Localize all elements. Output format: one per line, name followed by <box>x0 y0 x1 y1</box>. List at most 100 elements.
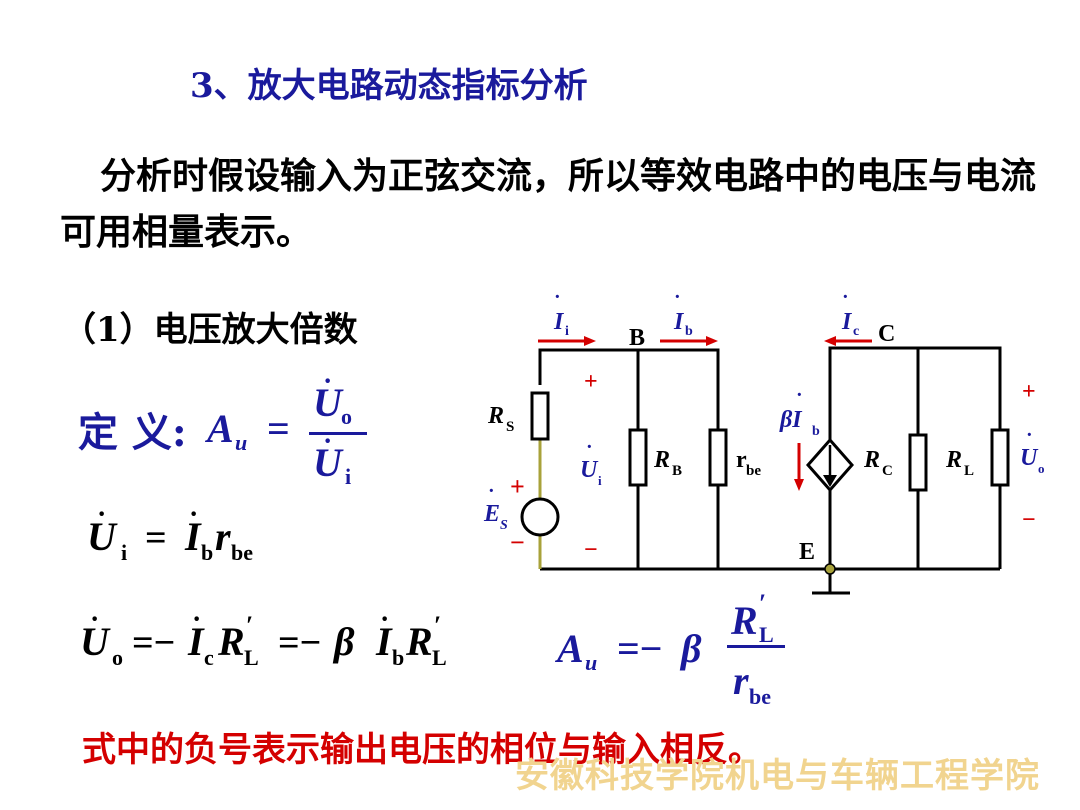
svg-text:A: A <box>205 406 234 451</box>
svg-text:·: · <box>586 436 593 458</box>
svg-text:L: L <box>244 645 259 670</box>
svg-text:·: · <box>674 286 681 308</box>
input-voltage-formula: U · i = I · b r be <box>87 505 253 565</box>
section-heading: （1）电压放大倍数 <box>62 310 358 350</box>
output-voltage-formula: U · o =− I · c R ′ L =− β I · b R ′ L <box>80 610 447 670</box>
svg-text:o: o <box>341 404 352 429</box>
node-e-label: E <box>799 539 815 565</box>
resistor-rl <box>990 428 1010 487</box>
current-c-label: I <box>841 309 853 335</box>
svg-text:b: b <box>685 324 693 339</box>
watermark: 安徽科技学院机电与车辆工程学院 <box>515 756 1040 796</box>
rl-label: R <box>945 447 962 473</box>
svg-text:S: S <box>506 419 514 435</box>
svg-text:′: ′ <box>246 611 253 640</box>
svg-text:·: · <box>90 610 99 635</box>
svg-text:U: U <box>313 440 344 485</box>
source-plus: + <box>510 472 525 501</box>
svg-text:be: be <box>231 540 253 565</box>
circuit-wires <box>538 346 1002 595</box>
svg-text:i: i <box>598 473 602 488</box>
svg-text:·: · <box>796 384 803 406</box>
svg-text:o: o <box>112 645 123 670</box>
svg-text:=: = <box>267 406 290 451</box>
resistor-rb <box>628 428 648 487</box>
resistor-rc <box>908 433 928 492</box>
output-voltage-label: U <box>1020 445 1039 471</box>
svg-text:′: ′ <box>759 590 766 618</box>
voltage-source-icon <box>520 497 560 537</box>
svg-text:=−: =− <box>617 626 663 671</box>
svg-text:U: U <box>87 514 118 559</box>
gain-result-formula: A u =− β R ′ L r be <box>555 590 785 709</box>
svg-text:L: L <box>432 645 447 670</box>
resistor-rbe <box>708 428 728 487</box>
svg-text:c: c <box>853 324 859 339</box>
svg-text:·: · <box>554 286 561 308</box>
svg-text:·: · <box>97 505 106 530</box>
intro-paragraph: 分析时假设输入为正弦交流，所以等效电路中的电压与电流可用相量表示。 <box>60 155 1037 253</box>
source-label: E <box>483 501 500 527</box>
rs-label: R <box>487 403 504 429</box>
svg-text:u: u <box>235 430 247 455</box>
svg-text:I: I <box>375 619 393 664</box>
svg-text:β: β <box>332 619 355 664</box>
svg-text:β: β <box>679 626 702 671</box>
node-c-label: C <box>878 321 895 347</box>
svg-text:o: o <box>1038 461 1045 476</box>
svg-text:c: c <box>204 645 214 670</box>
svg-text:b: b <box>392 645 404 670</box>
svg-text:R: R <box>730 598 758 643</box>
svg-text:U: U <box>80 619 111 664</box>
svg-text:′: ′ <box>434 611 441 640</box>
svg-text:b: b <box>201 540 213 565</box>
equivalent-circuit: I · i I · b I · c B C E R S R B r be R C… <box>483 286 1045 595</box>
output-minus: − <box>1022 507 1036 533</box>
svg-text:·: · <box>1026 424 1033 446</box>
svg-text:R: R <box>217 619 245 664</box>
resistor-rs <box>530 391 550 441</box>
input-voltage-label: U <box>580 457 599 483</box>
svg-text:i: i <box>345 464 351 489</box>
output-plus: + <box>1022 379 1036 405</box>
svg-text:A: A <box>555 626 584 671</box>
svg-text:=−: =− <box>132 622 175 664</box>
svg-text:·: · <box>189 505 198 530</box>
current-i-label: I <box>553 309 565 335</box>
gain-definition-formula: A u = U · o U · i <box>205 372 367 489</box>
svg-text:r: r <box>215 514 231 559</box>
svg-text:·: · <box>842 286 849 308</box>
input-minus: − <box>584 537 598 563</box>
page-title: 3、放大电路动态指标分析 <box>190 66 588 106</box>
rc-label: R <box>863 447 880 473</box>
svg-text:·: · <box>323 372 332 397</box>
svg-text:R: R <box>405 619 433 664</box>
svg-text:C: C <box>882 463 893 479</box>
svg-text:I: I <box>187 619 205 664</box>
svg-text:·: · <box>323 426 332 457</box>
ground-node-icon <box>824 563 836 575</box>
controlled-source-label: βI <box>779 407 803 433</box>
node-b-label: B <box>629 325 645 351</box>
rbe-label: r <box>736 447 747 473</box>
svg-text:L: L <box>759 622 774 647</box>
svg-text:b: b <box>812 424 820 439</box>
svg-text:=: = <box>145 517 167 559</box>
svg-text:I: I <box>184 514 202 559</box>
source-minus: − <box>510 528 525 557</box>
svg-text:i: i <box>121 540 127 565</box>
svg-text:be: be <box>746 463 761 479</box>
svg-text:L: L <box>964 463 974 479</box>
svg-text:=−: =− <box>278 622 321 664</box>
svg-text:S: S <box>500 518 508 533</box>
current-b-label: I <box>673 309 685 335</box>
svg-text:·: · <box>380 610 389 635</box>
svg-text:i: i <box>565 324 569 339</box>
svg-text:B: B <box>672 463 682 479</box>
input-plus: + <box>584 369 598 395</box>
svg-text:U: U <box>313 380 344 425</box>
note-text: 式中的负号表示输出电压的相位与输入相反。 <box>82 730 762 770</box>
svg-text:u: u <box>585 650 597 675</box>
svg-text:·: · <box>192 610 201 635</box>
svg-text:r: r <box>733 658 749 703</box>
